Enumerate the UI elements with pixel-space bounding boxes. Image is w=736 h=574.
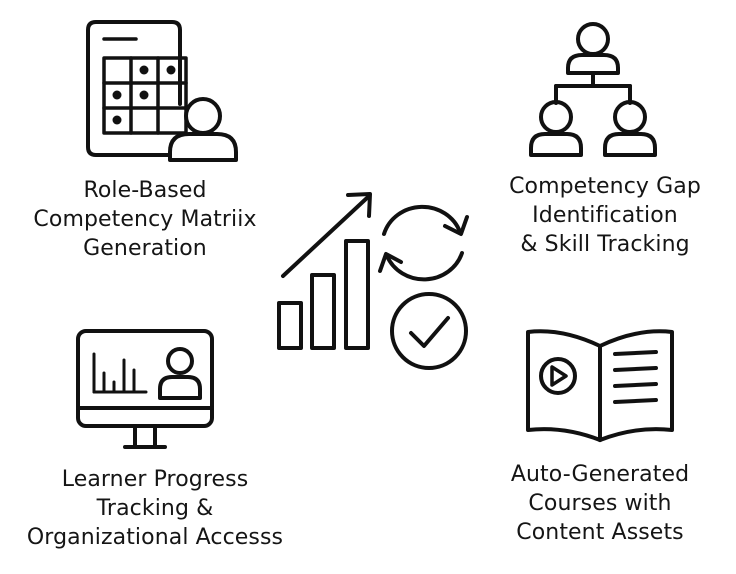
caption-line: Auto-Generated xyxy=(510,462,690,487)
caption-line: Courses with xyxy=(528,491,672,516)
open-book-video-icon xyxy=(526,329,674,442)
caption-line: Identification xyxy=(532,203,678,228)
caption-line: Competency Matriix xyxy=(33,207,257,232)
caption-line: Competency Gap xyxy=(509,174,701,199)
checkmark-circle-icon xyxy=(390,292,468,370)
org-hierarchy-people-icon xyxy=(529,22,657,157)
caption-line: Learner Progress xyxy=(61,467,249,492)
caption-line: Tracking & xyxy=(96,496,214,521)
competency-matrix-person-icon xyxy=(86,20,238,162)
role-based-matrix-caption: Role-Based Competency Matriix Generation xyxy=(0,176,290,263)
monitor-chart-person-icon xyxy=(76,329,214,449)
caption-line: Role-Based xyxy=(83,178,207,203)
caption-line: Generation xyxy=(83,236,207,261)
caption-line: Organizational Accesss xyxy=(26,525,284,550)
auto-generated-courses-caption: Auto-Generated Courses with Content Asse… xyxy=(455,460,736,547)
learner-progress-caption: Learner Progress Tracking & Organization… xyxy=(0,465,310,552)
caption-line: & Skill Tracking xyxy=(520,232,690,257)
growth-bar-chart-icon xyxy=(277,192,372,350)
caption-line: Content Assets xyxy=(516,520,684,545)
matrix-dots xyxy=(112,65,176,125)
refresh-cycle-icon xyxy=(378,204,469,282)
competency-gap-caption: Competency Gap Identification & Skill Tr… xyxy=(460,172,736,259)
